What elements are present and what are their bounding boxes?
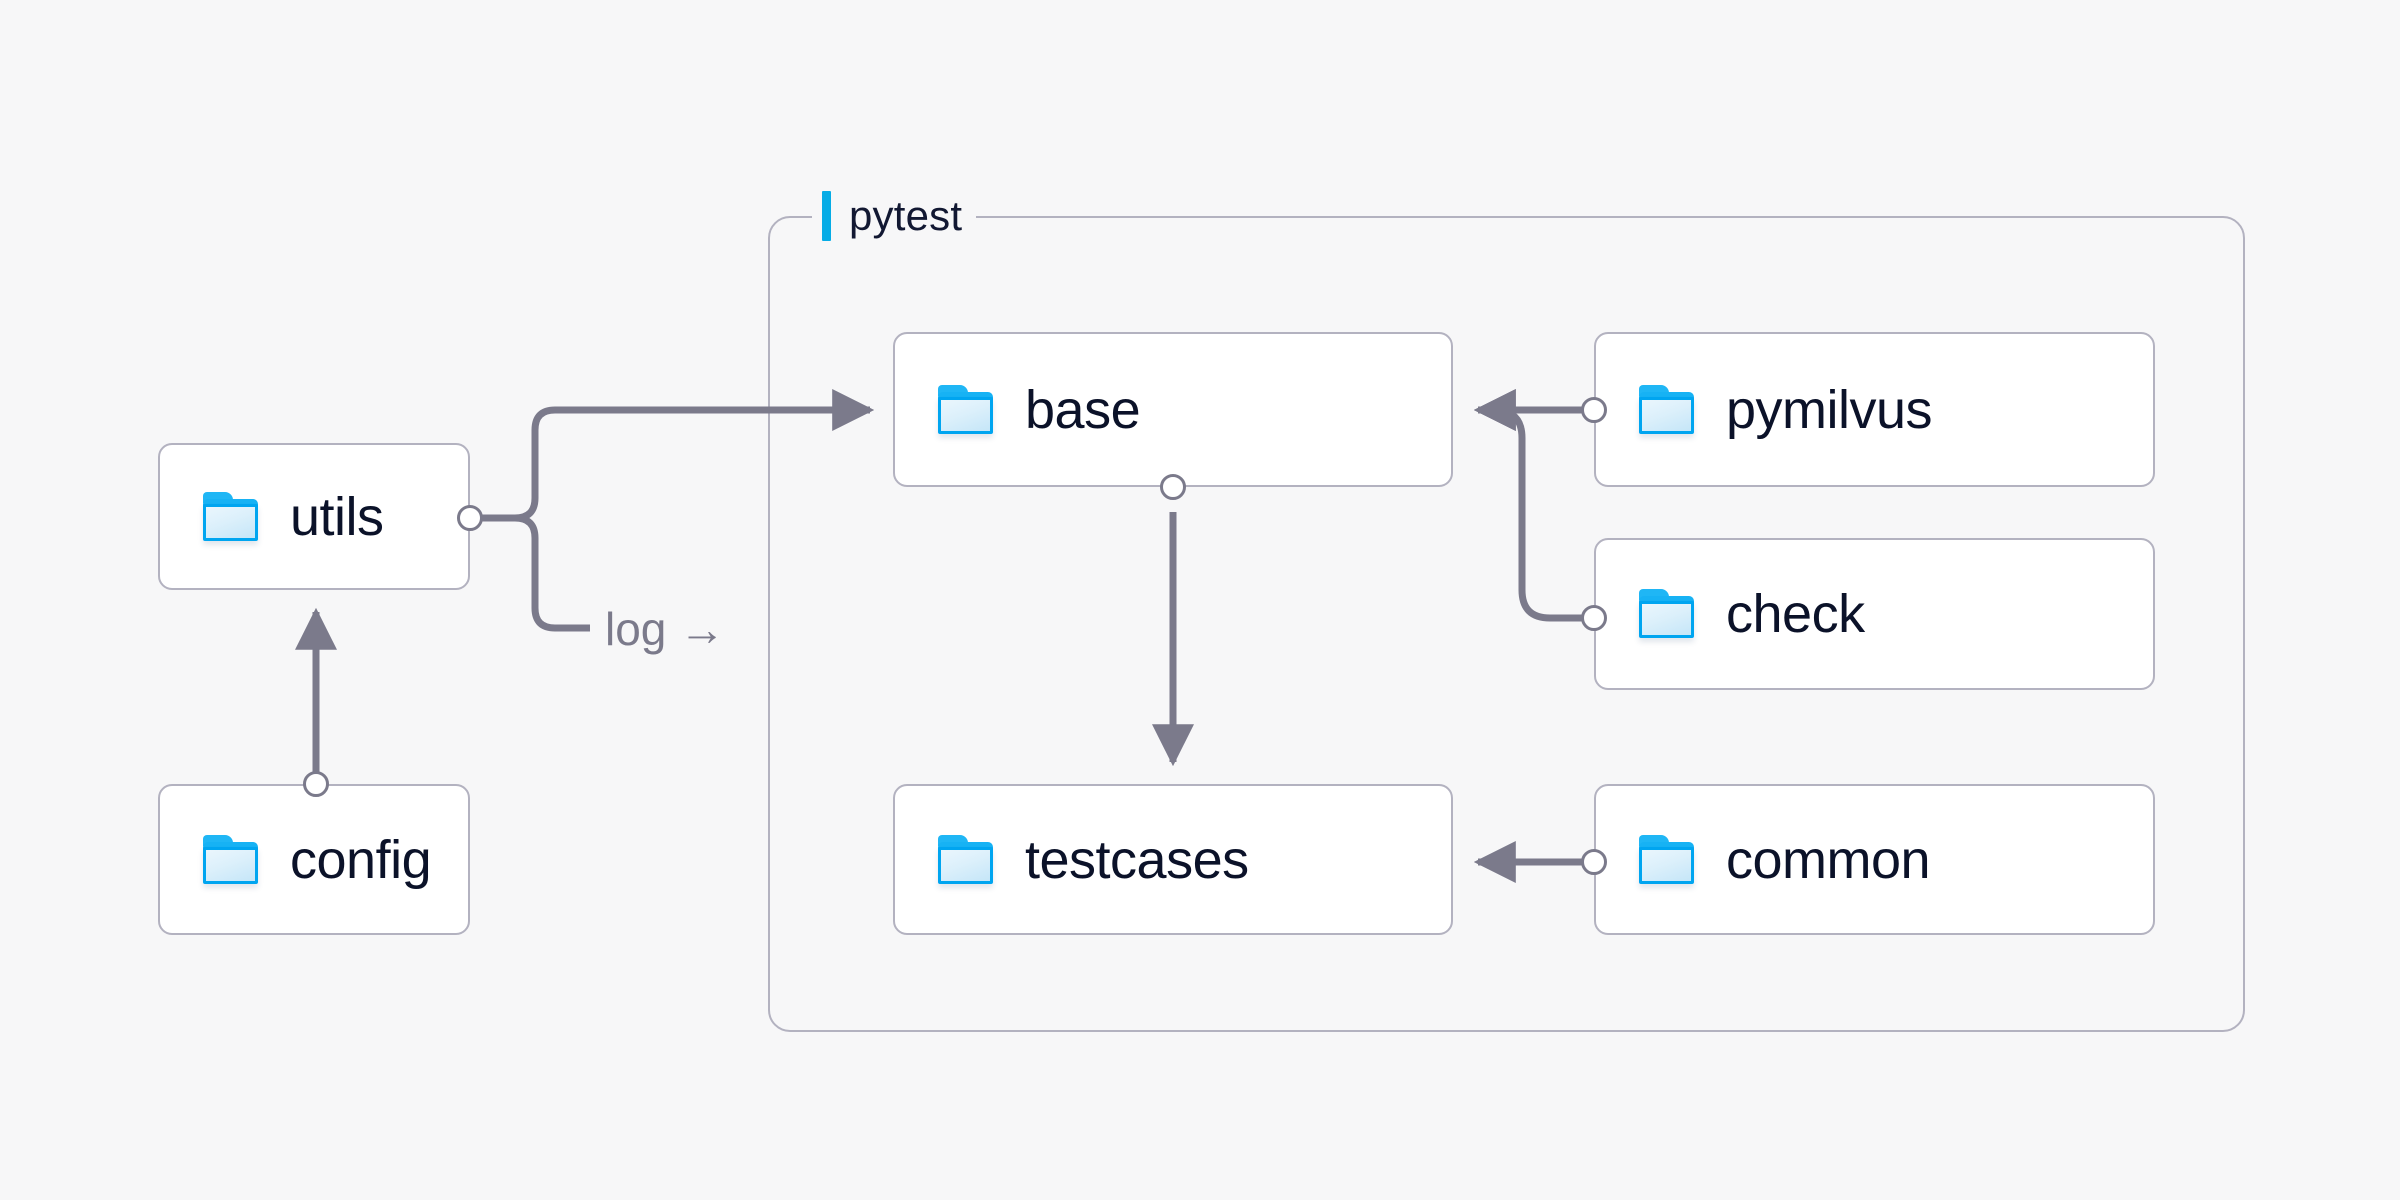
group-container-pytest[interactable]: [768, 216, 2245, 1032]
node-check[interactable]: check: [1594, 538, 2155, 690]
folder-icon: [937, 834, 995, 885]
folder-icon: [1638, 384, 1696, 435]
handle-common-left[interactable]: [1581, 849, 1607, 875]
handle-pymilvus-left[interactable]: [1581, 397, 1607, 423]
node-label-config: config: [290, 829, 432, 890]
node-testcases[interactable]: testcases: [893, 784, 1453, 935]
node-utils[interactable]: utils: [158, 443, 470, 590]
handle-utils-right[interactable]: [457, 505, 483, 531]
node-base[interactable]: base: [893, 332, 1453, 487]
handle-base-bottom[interactable]: [1160, 474, 1186, 500]
edge-label-log: log →: [605, 603, 726, 655]
edge-utils-log: [470, 514, 590, 632]
accent-bar-icon: [822, 191, 831, 241]
node-common[interactable]: common: [1594, 784, 2155, 935]
node-label-pymilvus: pymilvus: [1726, 379, 1933, 440]
node-label-utils: utils: [290, 486, 384, 547]
handle-config-top[interactable]: [303, 771, 329, 797]
node-label-testcases: testcases: [1025, 829, 1249, 890]
folder-icon: [202, 834, 260, 885]
node-pymilvus[interactable]: pymilvus: [1594, 332, 2155, 487]
folder-icon: [1638, 834, 1696, 885]
node-config[interactable]: config: [158, 784, 470, 935]
handle-check-left[interactable]: [1581, 605, 1607, 631]
folder-icon: [1638, 589, 1696, 639]
folder-icon: [937, 384, 995, 435]
node-label-check: check: [1726, 584, 1865, 644]
folder-icon: [202, 491, 260, 542]
group-label-pytest: pytest: [812, 188, 977, 244]
group-title: pytest: [849, 192, 963, 239]
node-label-common: common: [1726, 829, 1931, 890]
node-label-base: base: [1025, 379, 1141, 440]
